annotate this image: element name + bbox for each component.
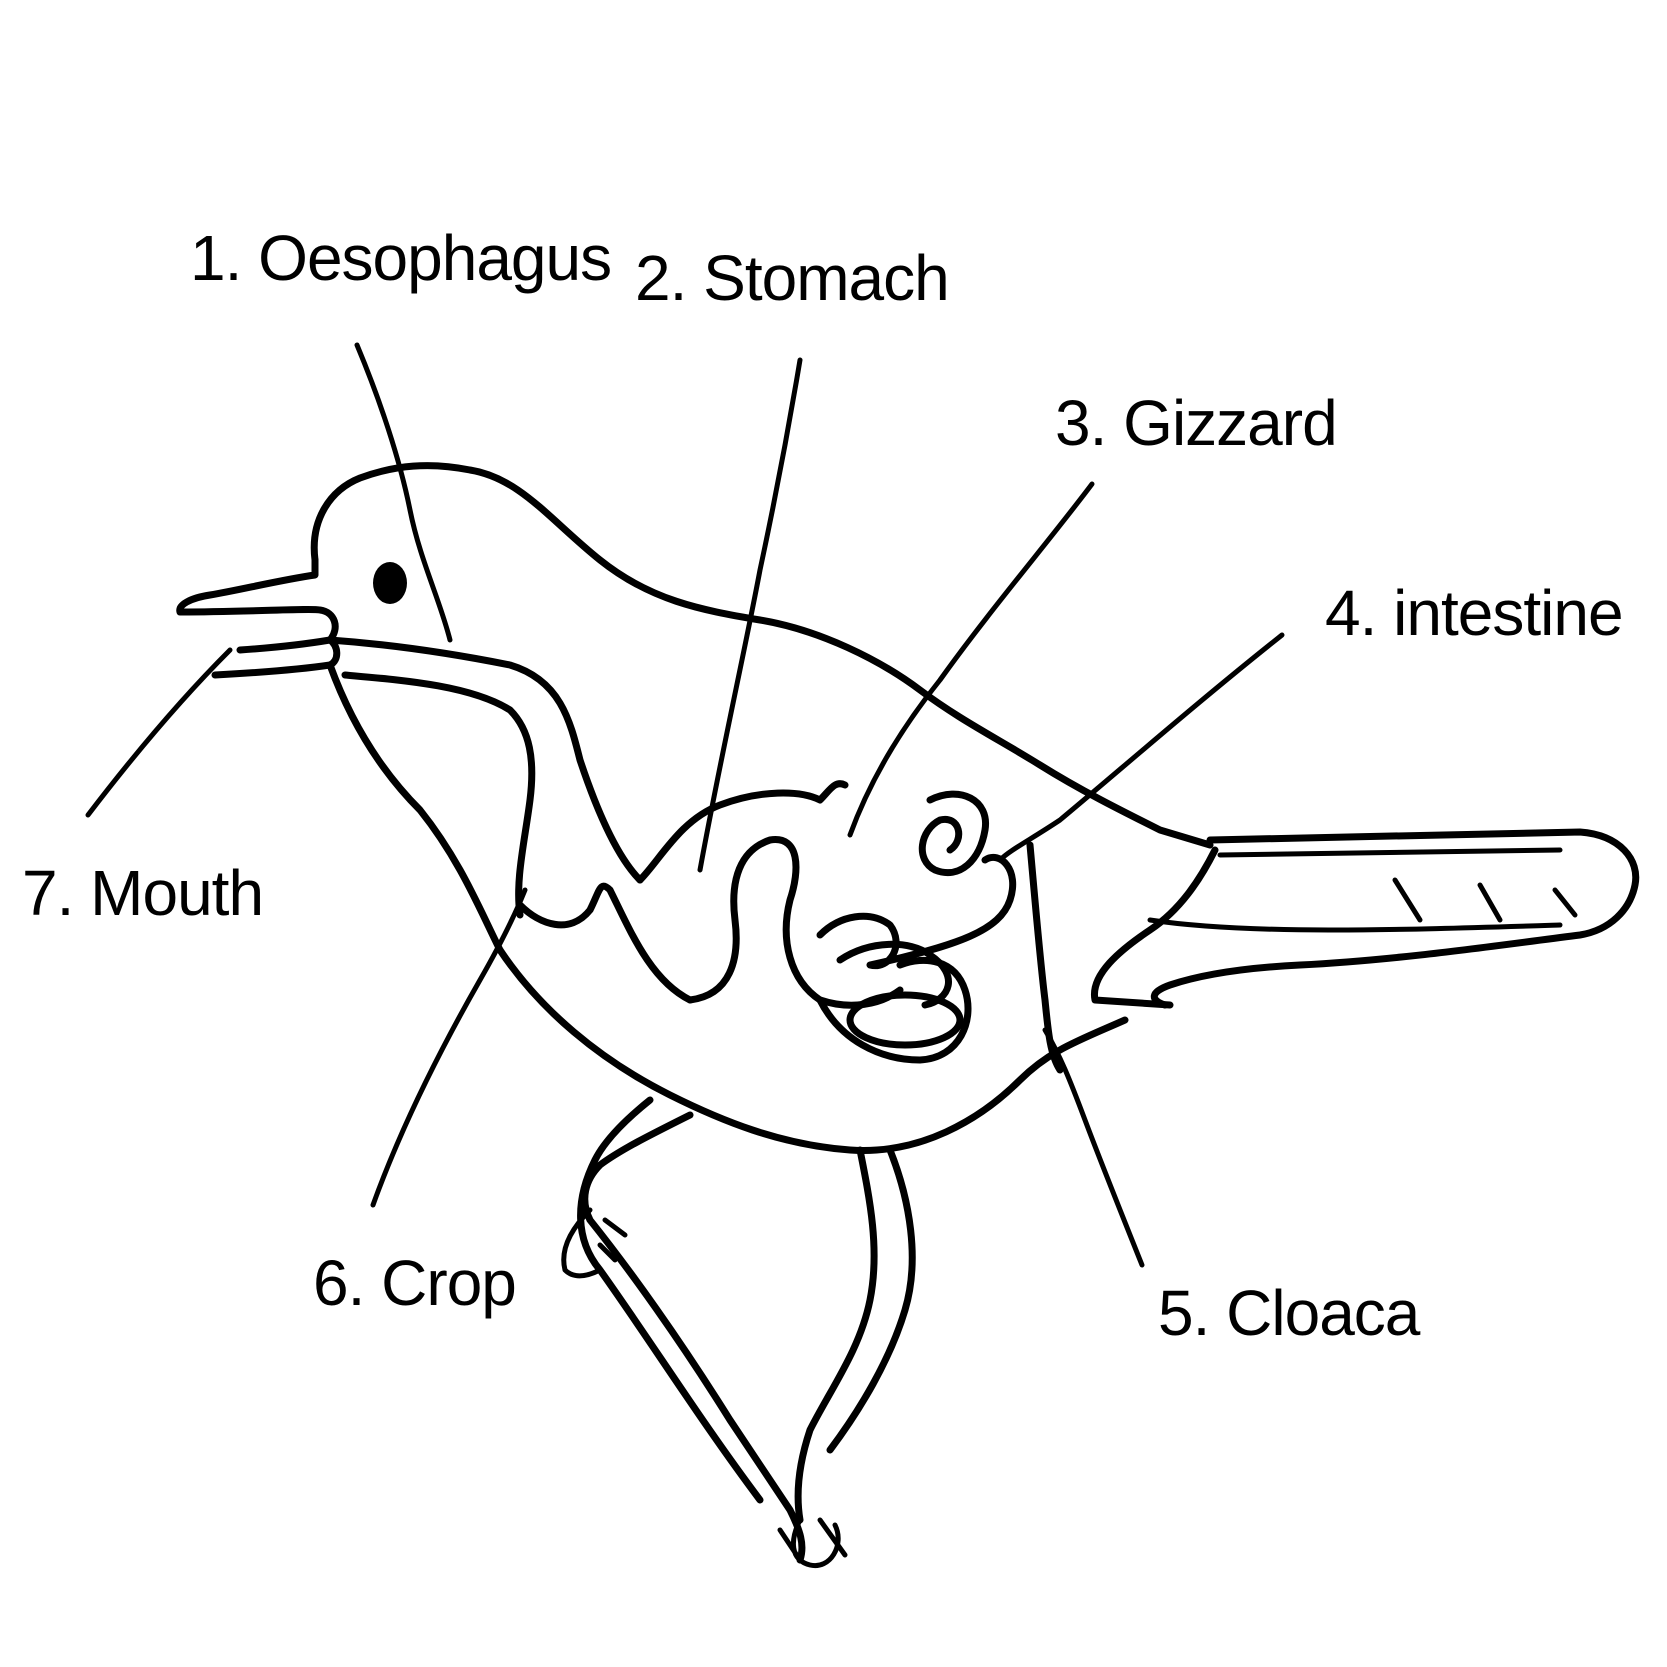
- tail-base: [1090, 846, 1219, 1009]
- label-gizzard: 3. Gizzard: [1055, 387, 1337, 459]
- eye: [373, 562, 407, 604]
- label-stomach: 2. Stomach: [635, 242, 949, 314]
- intestine-loop-lower: [836, 940, 952, 1009]
- oesophagus-tube-inner: [326, 636, 644, 884]
- oesophagus-tube: [341, 671, 536, 919]
- crop-leader: [370, 887, 528, 1208]
- leg-left: [581, 1111, 806, 1564]
- label-oesophagus: 1. Oesophagus: [190, 222, 611, 294]
- label-mouth: 7. Mouth: [22, 857, 263, 929]
- leader-lines: [85, 342, 1285, 1268]
- tail-feather-lines: [1147, 847, 1578, 933]
- label-cloaca: 5. Cloaca: [1158, 1277, 1421, 1349]
- stomach-outline: [636, 780, 849, 884]
- tail-outline: [1150, 828, 1640, 1009]
- gizzard-loop: [686, 836, 904, 1009]
- beak-upper: [176, 556, 339, 644]
- intestine-coils: [816, 790, 1017, 970]
- crop-outline: [516, 882, 694, 1004]
- neck-front-outline: [326, 661, 1129, 1154]
- cloaca-duct: [1026, 841, 1064, 1074]
- stomach-leader: [697, 357, 803, 873]
- gizzard-leader: [847, 481, 1095, 838]
- cloaca-leader: [1042, 1027, 1145, 1268]
- gizzard-oval: [846, 991, 964, 1049]
- foot-left: [561, 1207, 628, 1279]
- leg-right-back: [826, 1146, 916, 1454]
- label-crop: 6. Crop: [313, 1247, 516, 1319]
- label-intestine: 4. intestine: [1325, 577, 1623, 649]
- head-back-outline: [310, 462, 1214, 849]
- leg-left-back: [577, 1096, 764, 1504]
- oesophagus-leader: [354, 342, 453, 643]
- bird-outline: [176, 462, 1640, 1569]
- labels: 1. Oesophagus 2. Stomach 3. Gizzard 4. i…: [22, 222, 1624, 1349]
- foot-right: [777, 1517, 848, 1569]
- intestine-leader: [997, 632, 1285, 863]
- leg-right: [794, 1146, 878, 1524]
- mouth-leader: [85, 647, 233, 818]
- beak-lower: [211, 636, 341, 679]
